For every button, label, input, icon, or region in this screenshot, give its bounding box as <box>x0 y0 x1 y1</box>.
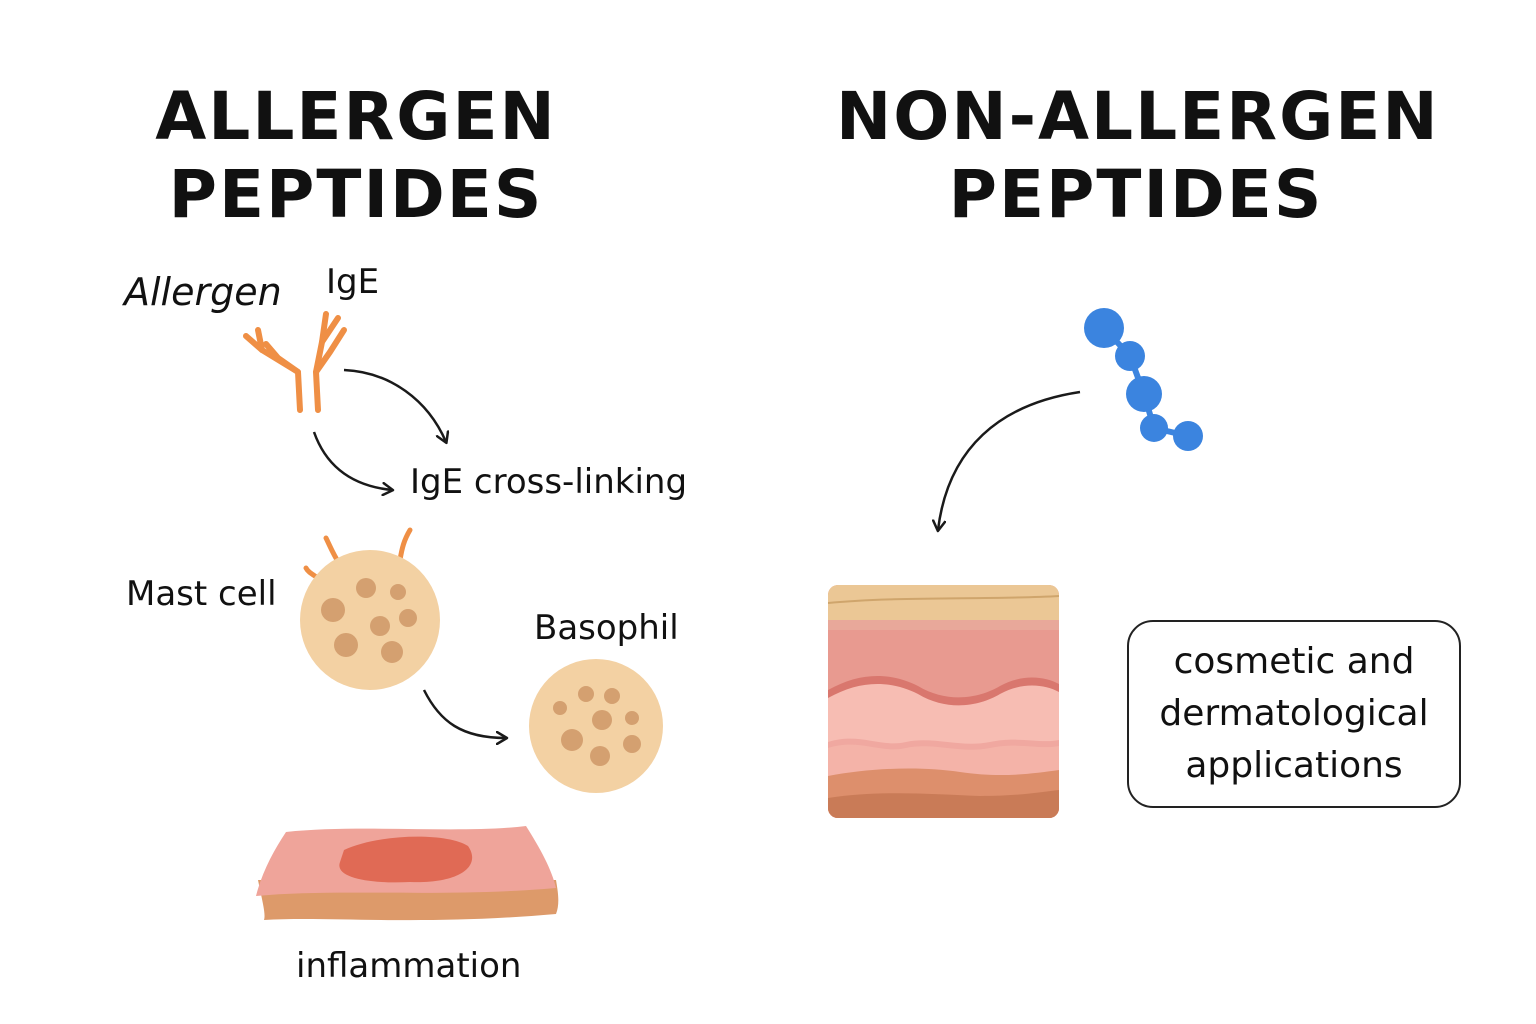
arrow-ige-to-crosslink <box>343 368 446 442</box>
arrow-mastcell-to-basophil <box>422 689 506 738</box>
allergen-label: Allergen <box>124 270 282 314</box>
applications-line2: dermatological <box>1159 693 1429 734</box>
arrow-peptide-to-skin <box>938 390 1081 530</box>
crosslinking-label: IgE cross-linking <box>410 462 688 502</box>
basophil-label: Basophil <box>534 608 679 648</box>
applications-box: cosmetic and dermatological applications <box>1127 620 1461 808</box>
applications-line1: cosmetic and <box>1173 641 1415 682</box>
allergen-title: ALLERGEN PEPTIDES <box>106 78 606 234</box>
inflamed-skin-icon <box>256 826 559 921</box>
arrow-antibody-to-crosslink <box>312 431 392 490</box>
peptide-chain-icon <box>1084 308 1203 451</box>
skin-layers-icon <box>828 585 1059 818</box>
basophil-icon <box>529 659 663 793</box>
non-allergen-title-line1: NON-ALLERGEN <box>836 78 1440 155</box>
ige-antibody-icon <box>243 311 347 413</box>
allergen-title-line2: PEPTIDES <box>168 156 544 233</box>
mast-cell-icon <box>300 527 440 690</box>
ige-label: IgE <box>326 262 380 302</box>
allergen-title-line1: ALLERGEN <box>155 78 557 155</box>
mast-cell-label: Mast cell <box>126 574 277 614</box>
non-allergen-title-line2: PEPTIDES <box>948 156 1324 233</box>
non-allergen-title: NON-ALLERGEN PEPTIDES <box>836 78 1440 234</box>
inflammation-label: inflammation <box>296 946 522 986</box>
applications-line3: applications <box>1185 745 1403 786</box>
